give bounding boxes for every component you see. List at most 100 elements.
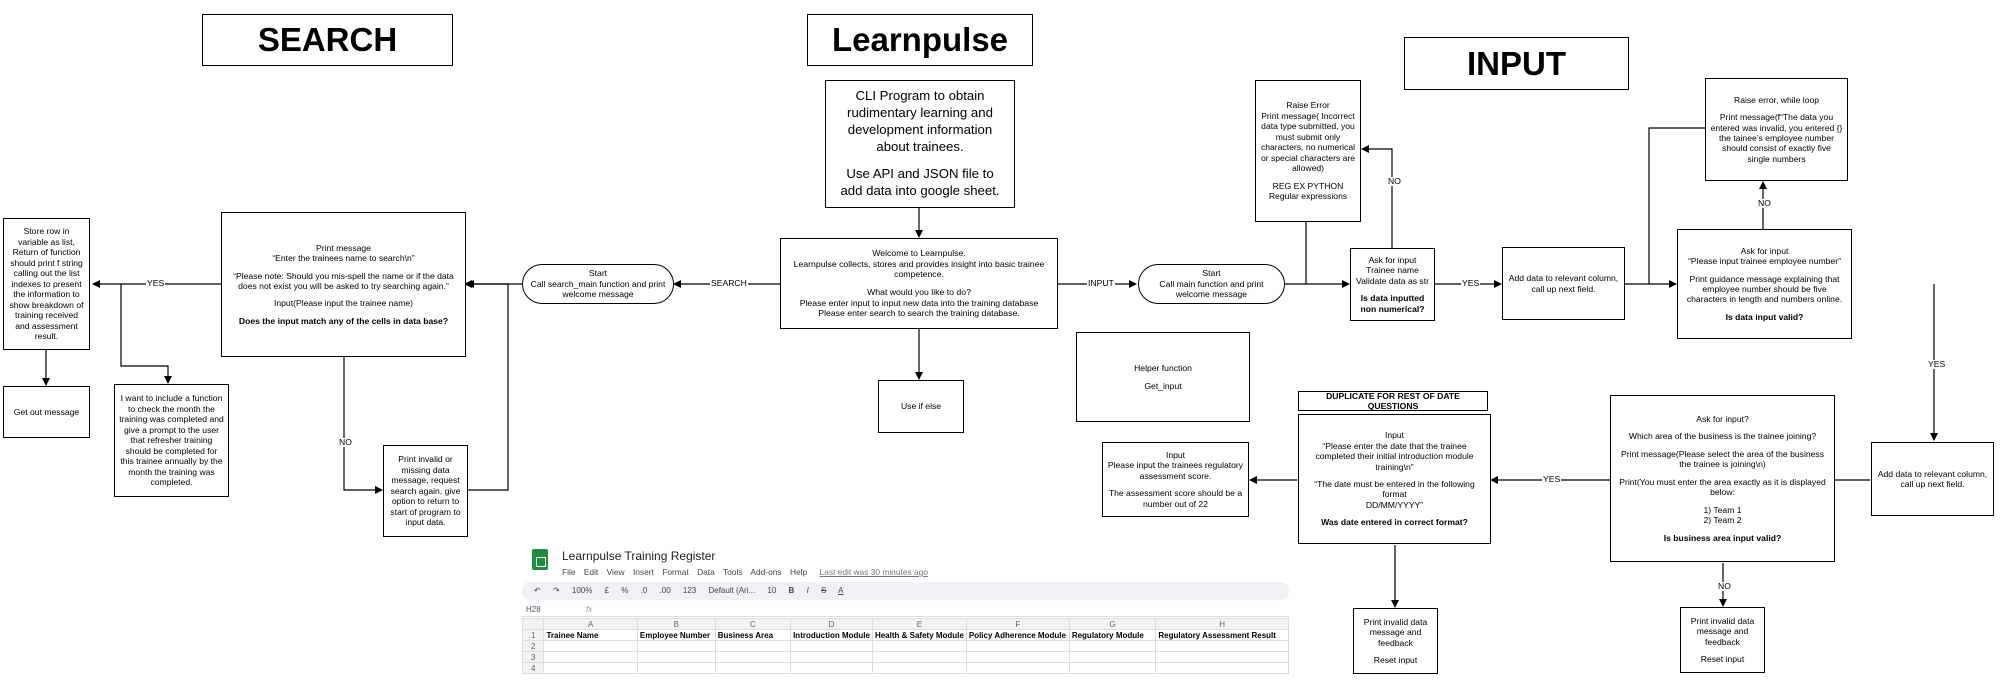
- invalid-line: Reset input: [1373, 654, 1418, 665]
- welcome-line: Please enter input to input new data int…: [799, 297, 1039, 308]
- start-label: Start: [588, 268, 608, 279]
- menu-insert[interactable]: Insert: [632, 567, 654, 577]
- menu-file[interactable]: File: [562, 567, 576, 577]
- ask-employee-number: Ask for input “Please input trainee empl…: [1677, 229, 1852, 339]
- spreadsheet-preview: Learnpulse Training Register File Edit V…: [521, 543, 1289, 682]
- sheet-menu-bar: File Edit View Insert Format Data Tools …: [562, 567, 934, 577]
- number-format-button[interactable]: 123: [682, 586, 697, 595]
- cell[interactable]: [871, 662, 967, 674]
- cell[interactable]: [965, 662, 1070, 674]
- edge-label-no: NO: [1387, 176, 1402, 186]
- cell[interactable]: Health & Safety Module: [871, 629, 967, 641]
- column-header[interactable]: G: [1068, 618, 1157, 630]
- raise-error-name: Raise Error Print message( Incorrect dat…: [1255, 80, 1361, 222]
- increase-decimal-button[interactable]: .00: [659, 586, 671, 595]
- undo-icon[interactable]: ↶: [534, 586, 541, 595]
- sheet-doc-name[interactable]: Learnpulse Training Register: [562, 549, 716, 563]
- row-number[interactable]: 4: [521, 662, 545, 674]
- start-main-node: Start Call main function and print welco…: [1138, 264, 1285, 304]
- input-title: INPUT: [1404, 37, 1629, 90]
- cell[interactable]: [714, 651, 792, 663]
- menu-view[interactable]: View: [606, 567, 625, 577]
- invalid-line: Reset input: [1700, 653, 1745, 664]
- last-edit-link[interactable]: Last edit was 30 minutes ago: [819, 567, 928, 577]
- cell[interactable]: Regulatory Assessment Result: [1155, 629, 1289, 641]
- sheet-titlebar: Learnpulse Training Register File Edit V…: [522, 543, 1289, 577]
- font-select[interactable]: Default (Ari...: [708, 586, 756, 595]
- menu-data[interactable]: Data: [697, 567, 715, 577]
- cell[interactable]: [1155, 640, 1289, 652]
- cell[interactable]: [1068, 662, 1157, 674]
- start-description: Call main function and print welcome mes…: [1159, 278, 1264, 300]
- duplicate-note: DUPLICATE FOR REST OF DATE QUESTIONS: [1298, 391, 1488, 411]
- corner-cell[interactable]: [521, 618, 545, 630]
- menu-addons[interactable]: Add-ons: [750, 567, 782, 577]
- column-header[interactable]: A: [543, 618, 638, 630]
- helper-line: Helper function: [1134, 363, 1192, 374]
- ask-name-decision: Is data inputted non numerical?: [1360, 293, 1425, 314]
- percent-button[interactable]: %: [621, 586, 629, 595]
- cell[interactable]: [790, 640, 873, 652]
- decrease-decimal-button[interactable]: .0: [640, 586, 648, 595]
- redo-icon[interactable]: ↷: [552, 586, 560, 595]
- cell[interactable]: Regulatory Module: [1068, 629, 1157, 641]
- column-header[interactable]: F: [965, 618, 1070, 630]
- italic-button[interactable]: I: [806, 586, 809, 595]
- font-size-select[interactable]: 10: [767, 586, 777, 595]
- cell[interactable]: [636, 662, 716, 674]
- cell[interactable]: [714, 662, 792, 674]
- column-header[interactable]: C: [714, 618, 792, 630]
- table-row: 4: [521, 662, 1289, 674]
- cell[interactable]: [636, 640, 716, 652]
- menu-help[interactable]: Help: [789, 567, 808, 577]
- column-header[interactable]: E: [871, 618, 967, 630]
- strikethrough-button[interactable]: S: [821, 586, 827, 595]
- cell[interactable]: [790, 651, 873, 663]
- cell[interactable]: [871, 640, 967, 652]
- raise-error-line: Raise error, while loop: [1733, 94, 1820, 105]
- cell[interactable]: [543, 640, 638, 652]
- cell[interactable]: [543, 662, 638, 674]
- currency-button[interactable]: £: [604, 586, 610, 595]
- cell[interactable]: Trainee Name: [543, 629, 638, 641]
- cell[interactable]: [1068, 651, 1157, 663]
- cell[interactable]: Policy Adherence Module: [965, 629, 1070, 641]
- column-header[interactable]: H: [1155, 618, 1289, 630]
- cell[interactable]: Introduction Module: [790, 629, 873, 641]
- text-color-button[interactable]: A: [838, 586, 844, 595]
- cell[interactable]: [871, 651, 967, 663]
- cell[interactable]: Employee Number: [636, 629, 716, 641]
- column-header[interactable]: B: [636, 618, 716, 630]
- ask-area-line: Print message(Please select the area of …: [1620, 448, 1825, 470]
- ask-date: Input “Please enter the date that the tr…: [1298, 414, 1491, 544]
- cell[interactable]: [965, 651, 1070, 663]
- cell-reference[interactable]: H28: [526, 605, 541, 614]
- invalid-line: Print invalid data message and feedback: [1690, 615, 1755, 647]
- add-data-box: Add data to relevant column, call up nex…: [1871, 442, 1994, 516]
- menu-edit[interactable]: Edit: [583, 567, 599, 577]
- cell[interactable]: [1155, 662, 1289, 674]
- menu-tools[interactable]: Tools: [722, 567, 743, 577]
- cell[interactable]: [714, 640, 792, 652]
- search-prompt-line: Input(Please input the trainee name): [273, 298, 414, 309]
- cell[interactable]: [543, 651, 638, 663]
- start-label: Start: [1202, 268, 1221, 279]
- cell[interactable]: [1155, 651, 1289, 663]
- row-number[interactable]: 2: [521, 640, 545, 652]
- row-number[interactable]: 1: [521, 629, 545, 641]
- cell[interactable]: [636, 651, 716, 663]
- bold-button[interactable]: B: [788, 586, 795, 595]
- cell[interactable]: Business Area: [714, 629, 792, 641]
- ask-date-line: DD/MM/YYYY”: [1365, 499, 1424, 510]
- ask-emp-decision: Is data input valid?: [1725, 311, 1804, 322]
- ask-area-line: 2) Team 2: [1703, 515, 1742, 526]
- zoom-select[interactable]: 100%: [571, 586, 593, 595]
- formula-bar: H28 fx: [522, 603, 1289, 617]
- cell[interactable]: [1068, 640, 1157, 652]
- cell[interactable]: [790, 662, 873, 674]
- row-number[interactable]: 3: [521, 651, 545, 663]
- ask-emp-line: Ask for input: [1740, 245, 1789, 256]
- menu-format[interactable]: Format: [662, 567, 689, 577]
- cell[interactable]: [965, 640, 1070, 652]
- column-header[interactable]: D: [790, 618, 873, 630]
